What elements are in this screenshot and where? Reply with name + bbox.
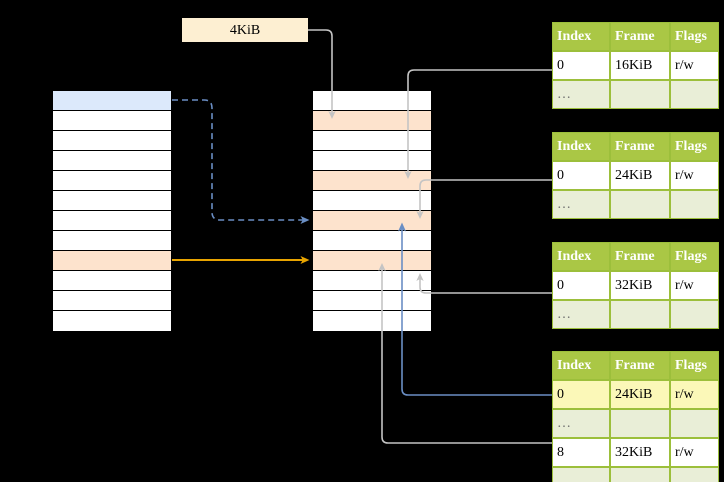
table-cell-frame: 24KiB: [610, 380, 670, 409]
table-cell-flags: [670, 409, 719, 438]
virtual-page-row: [53, 191, 171, 211]
table-cell-idx: 0: [552, 271, 610, 300]
table-cell-idx: …: [552, 190, 610, 219]
table-cell-flags: r/w: [670, 161, 719, 190]
table-cell-flags: r/w: [670, 51, 719, 80]
column-header-flags: Flags: [670, 132, 719, 161]
column-header-frame: Frame: [610, 132, 670, 161]
column-header-index: Index: [552, 351, 610, 380]
physical-frame-row: [313, 171, 431, 191]
table-cell-idx: 8: [552, 438, 610, 467]
physical-frame-row: [313, 271, 431, 291]
virtual-page-row: [53, 91, 171, 111]
table-cell-frame: 32KiB: [610, 438, 670, 467]
column-header-flags: Flags: [670, 242, 719, 271]
virtual-page-row: [53, 251, 171, 271]
table-cell-flags: r/w: [670, 438, 719, 467]
table-cell-idx: 0: [552, 51, 610, 80]
table-cell-frame: [610, 467, 670, 482]
table-cell-idx: …: [552, 300, 610, 329]
column-header-frame: Frame: [610, 351, 670, 380]
table-cell-flags: [670, 80, 719, 109]
physical-frame-row: [313, 231, 431, 251]
table-cell-flags: [670, 467, 719, 482]
table-cell-flags: [670, 190, 719, 219]
table-row[interactable]: …: [552, 409, 719, 438]
table-cell-frame: [610, 190, 670, 219]
virtual-page-row: [53, 171, 171, 191]
physical-frame-row: [313, 291, 431, 311]
column-header-frame: Frame: [610, 242, 670, 271]
wire-table2-to-frame: [416, 179, 552, 219]
table-cell-idx: …: [552, 467, 610, 482]
table-cell-frame: [610, 80, 670, 109]
page-size-label: 4KiB: [182, 18, 308, 42]
physical-frame-row: [313, 151, 431, 171]
virtual-page-row: [53, 231, 171, 251]
physical-frame-row: [313, 191, 431, 211]
wire-virtual-page-to-frame-dashed: [172, 99, 310, 224]
table-row[interactable]: …: [552, 300, 719, 329]
virtual-memory-column: [52, 90, 172, 331]
column-header-frame: Frame: [610, 22, 670, 51]
physical-frame-row: [313, 111, 431, 131]
table-cell-frame: [610, 409, 670, 438]
column-header-index: Index: [552, 22, 610, 51]
physical-memory-column: [312, 90, 432, 331]
physical-frame-row: [313, 131, 431, 151]
physical-frame-row: [313, 251, 431, 271]
table-row[interactable]: …: [552, 467, 719, 482]
virtual-page-row: [53, 111, 171, 131]
column-header-flags: Flags: [670, 22, 719, 51]
virtual-page-row: [53, 211, 171, 231]
table-cell-idx: 0: [552, 161, 610, 190]
table-cell-idx: 0: [552, 380, 610, 409]
virtual-page-row: [53, 271, 171, 291]
table-cell-frame: 24KiB: [610, 161, 670, 190]
table-row[interactable]: …: [552, 80, 719, 109]
table-cell-idx: …: [552, 80, 610, 109]
column-header-index: Index: [552, 132, 610, 161]
virtual-page-row: [53, 151, 171, 171]
table-cell-frame: 16KiB: [610, 51, 670, 80]
wire-table3-to-frame: [416, 273, 552, 294]
physical-frame-row: [313, 311, 431, 331]
column-header-index: Index: [552, 242, 610, 271]
virtual-page-row: [53, 131, 171, 151]
physical-frame-row: [313, 91, 431, 111]
table-cell-idx: …: [552, 409, 610, 438]
table-cell-flags: [670, 300, 719, 329]
virtual-page-row: [53, 291, 171, 311]
table-row[interactable]: …: [552, 190, 719, 219]
table-cell-frame: [610, 300, 670, 329]
table-cell-flags: r/w: [670, 380, 719, 409]
virtual-page-row: [53, 311, 171, 331]
column-header-flags: Flags: [670, 351, 719, 380]
table-cell-frame: 32KiB: [610, 271, 670, 300]
physical-frame-row: [313, 211, 431, 231]
table-cell-flags: r/w: [670, 271, 719, 300]
